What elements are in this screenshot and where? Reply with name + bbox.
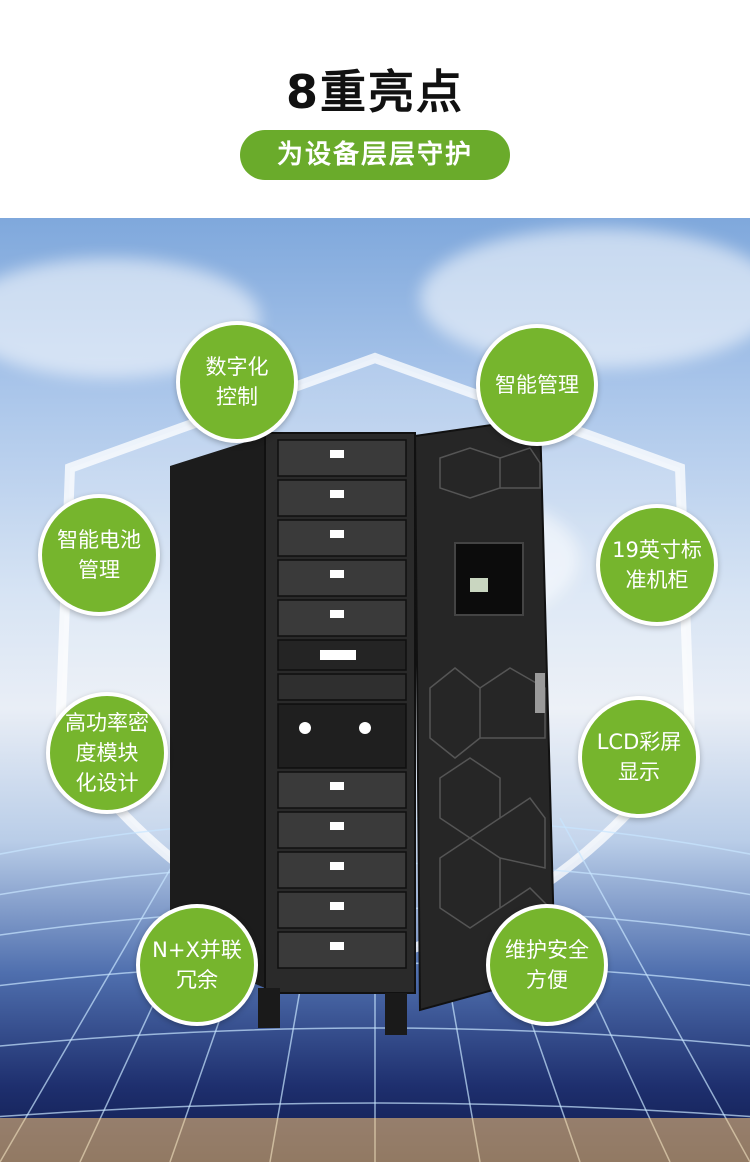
feature-label: 化设计 — [75, 771, 139, 795]
header-section: 8重亮点 为设备层层守护 — [0, 0, 750, 218]
feature-label: 冗余 — [175, 968, 218, 992]
ups-cabinet-illustration — [170, 416, 557, 1035]
feature-label: 控制 — [216, 385, 258, 409]
feature-label: 19英寸标 — [612, 538, 702, 562]
feature-label: 智能管理 — [495, 373, 579, 397]
cloud-decoration — [420, 228, 750, 368]
feature-badge-smart-battery: 智能电池管理 — [38, 494, 160, 616]
lcd-screen-icon — [454, 542, 524, 616]
feature-label: 方便 — [526, 968, 568, 992]
page-title: 8重亮点 — [285, 65, 464, 119]
feature-label: LCD彩屏 — [596, 730, 682, 754]
feature-label: N+X并联 — [152, 938, 242, 962]
feature-badge-19inch-rack: 19英寸标准机柜 — [596, 504, 718, 626]
feature-badge-safe-maintenance: 维护安全方便 — [486, 904, 608, 1026]
feature-badge-parallel-redundancy: N+X并联冗余 — [136, 904, 258, 1026]
feature-label: 智能电池 — [57, 528, 141, 552]
door-handle-icon — [535, 673, 545, 713]
feature-label: 高功率密 — [65, 711, 149, 735]
feature-label: 管理 — [78, 558, 120, 582]
feature-label: 准机柜 — [625, 568, 689, 592]
feature-label: 数字化 — [205, 355, 269, 379]
feature-label: 维护安全 — [505, 938, 589, 962]
feature-badge-modular-design: 高功率密度模块化设计 — [46, 692, 168, 814]
feature-badge-digital-control: 数字化控制 — [176, 321, 298, 443]
feature-label: 度模块 — [75, 741, 139, 765]
feature-label: 显示 — [617, 760, 660, 784]
feature-badge-lcd-display: LCD彩屏显示 — [578, 696, 700, 818]
subtitle-pill: 为设备层层守护 — [240, 130, 510, 180]
product-scene: 数字化控制 智能管理 智能电池管理 19英寸标准机柜 高功率密度模块化设计 LC… — [0, 218, 750, 1162]
feature-badge-smart-management: 智能管理 — [476, 324, 598, 446]
